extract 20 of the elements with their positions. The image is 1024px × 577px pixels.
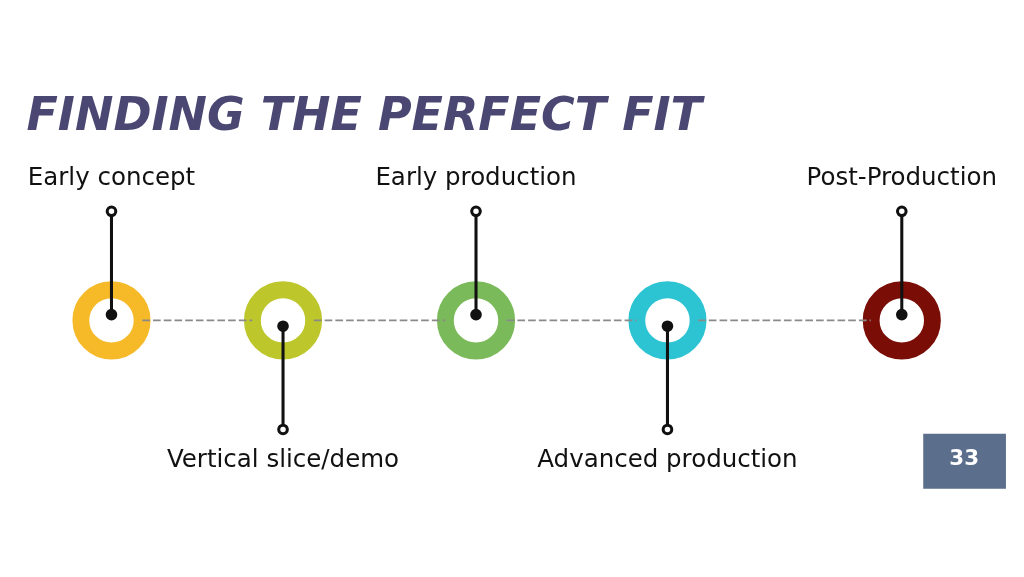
connector: [505, 318, 638, 321]
node-circle: [862, 280, 941, 359]
node-circle: [72, 280, 151, 359]
node-circle: [243, 280, 323, 359]
node-text: Vertical slice/demo: [166, 443, 400, 473]
connector: [141, 318, 254, 321]
connector: [470, 205, 482, 320]
node-text: Post-Production: [806, 161, 998, 191]
connector: [313, 318, 446, 321]
label: 33: [949, 444, 980, 470]
node-text: Advanced production: [537, 443, 798, 473]
node-text: Early concept: [27, 161, 196, 191]
connector: [661, 319, 674, 435]
node-text: Early production: [375, 161, 577, 191]
connector: [697, 318, 872, 321]
connector: [895, 205, 908, 320]
node-circle: [436, 280, 516, 359]
connector: [277, 319, 289, 435]
connector: [105, 205, 118, 320]
node-circle: [628, 280, 707, 359]
